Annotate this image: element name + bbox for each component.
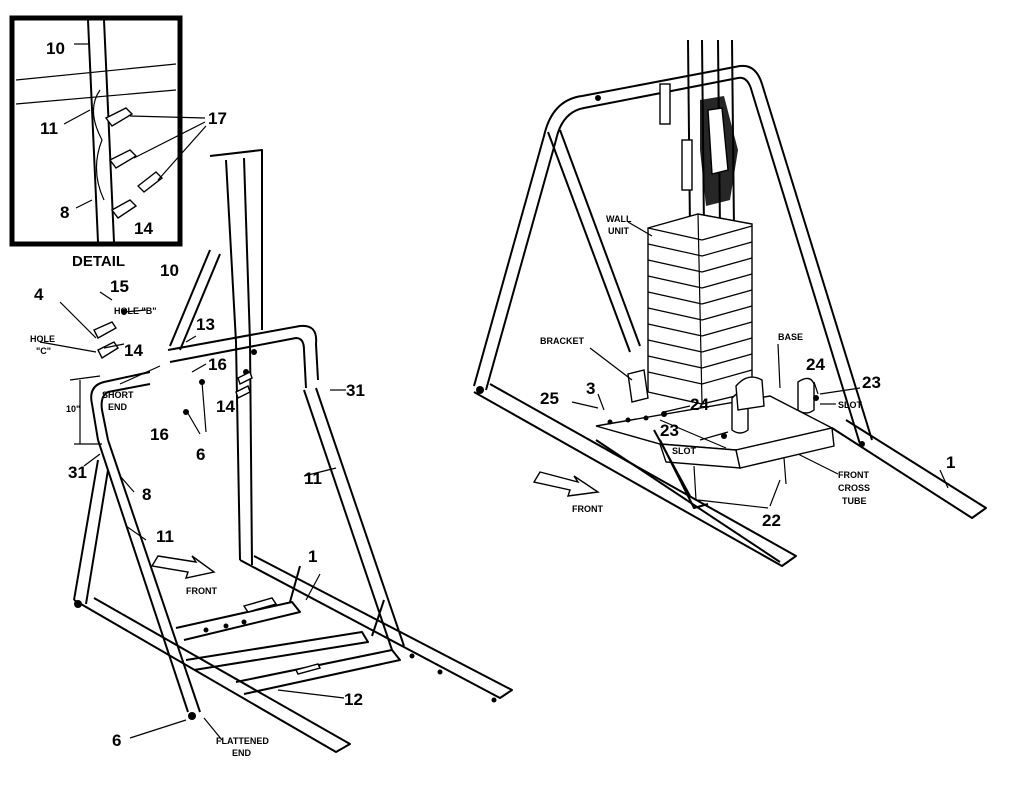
- left-assembly: 10 15 4 13 14 16 14 16 6 31 31 8 11 11 1…: [30, 149, 513, 758]
- caption-flattened-2: END: [232, 748, 252, 758]
- left-label-14: 14: [124, 341, 143, 360]
- caption-hole-c-1: HOLE: [30, 334, 55, 344]
- caption-hole-b: HOLE "B": [114, 306, 157, 316]
- left-label-4: 4: [34, 285, 44, 304]
- detail-label-17: 17: [208, 109, 227, 128]
- left-label-11: 11: [304, 469, 322, 488]
- right-assembly: 25 3 24 23 24 23 1 22 WALL UNIT BRACKET …: [473, 39, 987, 567]
- caption-bracket: BRACKET: [540, 336, 585, 346]
- left-label-6: 6: [196, 445, 205, 464]
- right-label-23-b: 23: [862, 373, 881, 392]
- caption-dimension: 10": [66, 404, 80, 414]
- left-label-16-b: 16: [150, 425, 169, 444]
- caption-front-cross-1: FRONT: [838, 470, 869, 480]
- detail-label-8: 8: [60, 203, 69, 222]
- right-label-22: 22: [762, 511, 781, 530]
- detail-title: DETAIL: [72, 253, 125, 270]
- detail-label-11: 11: [40, 119, 58, 138]
- left-label-31: 31: [346, 381, 365, 400]
- caption-slot-1: SLOT: [838, 400, 863, 410]
- caption-hole-c-2: "C": [36, 346, 51, 356]
- caption-front-cross-2: CROSS: [838, 483, 870, 493]
- right-label-3: 3: [586, 379, 595, 398]
- left-label-31-b: 31: [68, 463, 87, 482]
- front-arrow-icon-right: [532, 471, 600, 497]
- caption-front-cross-3: TUBE: [842, 496, 867, 506]
- left-label-8: 8: [142, 485, 151, 504]
- left-label-6-b: 6: [112, 731, 121, 750]
- right-label-1: 1: [946, 453, 955, 472]
- caption-slot-2: SLOT: [672, 446, 697, 456]
- caption-wall-2: UNIT: [608, 226, 629, 236]
- right-label-24: 24: [690, 395, 709, 414]
- caption-front-left: FRONT: [186, 586, 217, 596]
- caption-front-right: FRONT: [572, 504, 603, 514]
- caption-short-end-2: END: [108, 402, 128, 412]
- left-label-15: 15: [110, 277, 129, 296]
- front-arrow-icon: [150, 555, 216, 579]
- left-label-11-b: 11: [156, 527, 174, 546]
- caption-flattened-1: FLATTENED: [216, 736, 269, 746]
- caption-base: BASE: [778, 332, 803, 342]
- left-label-16: 16: [208, 355, 227, 374]
- detail-inset: 10 11 8 17 14 DETAIL: [9, 15, 227, 270]
- left-label-1: 1: [308, 547, 317, 566]
- right-label-23: 23: [660, 421, 679, 440]
- caption-short-end-1: SHORT: [102, 390, 134, 400]
- right-label-24-b: 24: [806, 355, 825, 374]
- left-label-13: 13: [196, 315, 215, 334]
- right-label-25: 25: [540, 389, 559, 408]
- detail-label-10: 10: [46, 39, 65, 58]
- left-label-10: 10: [160, 261, 179, 280]
- left-label-14-b: 14: [216, 397, 235, 416]
- caption-wall-1: WALL: [606, 214, 632, 224]
- left-label-12: 12: [344, 690, 363, 709]
- detail-label-14: 14: [134, 219, 153, 238]
